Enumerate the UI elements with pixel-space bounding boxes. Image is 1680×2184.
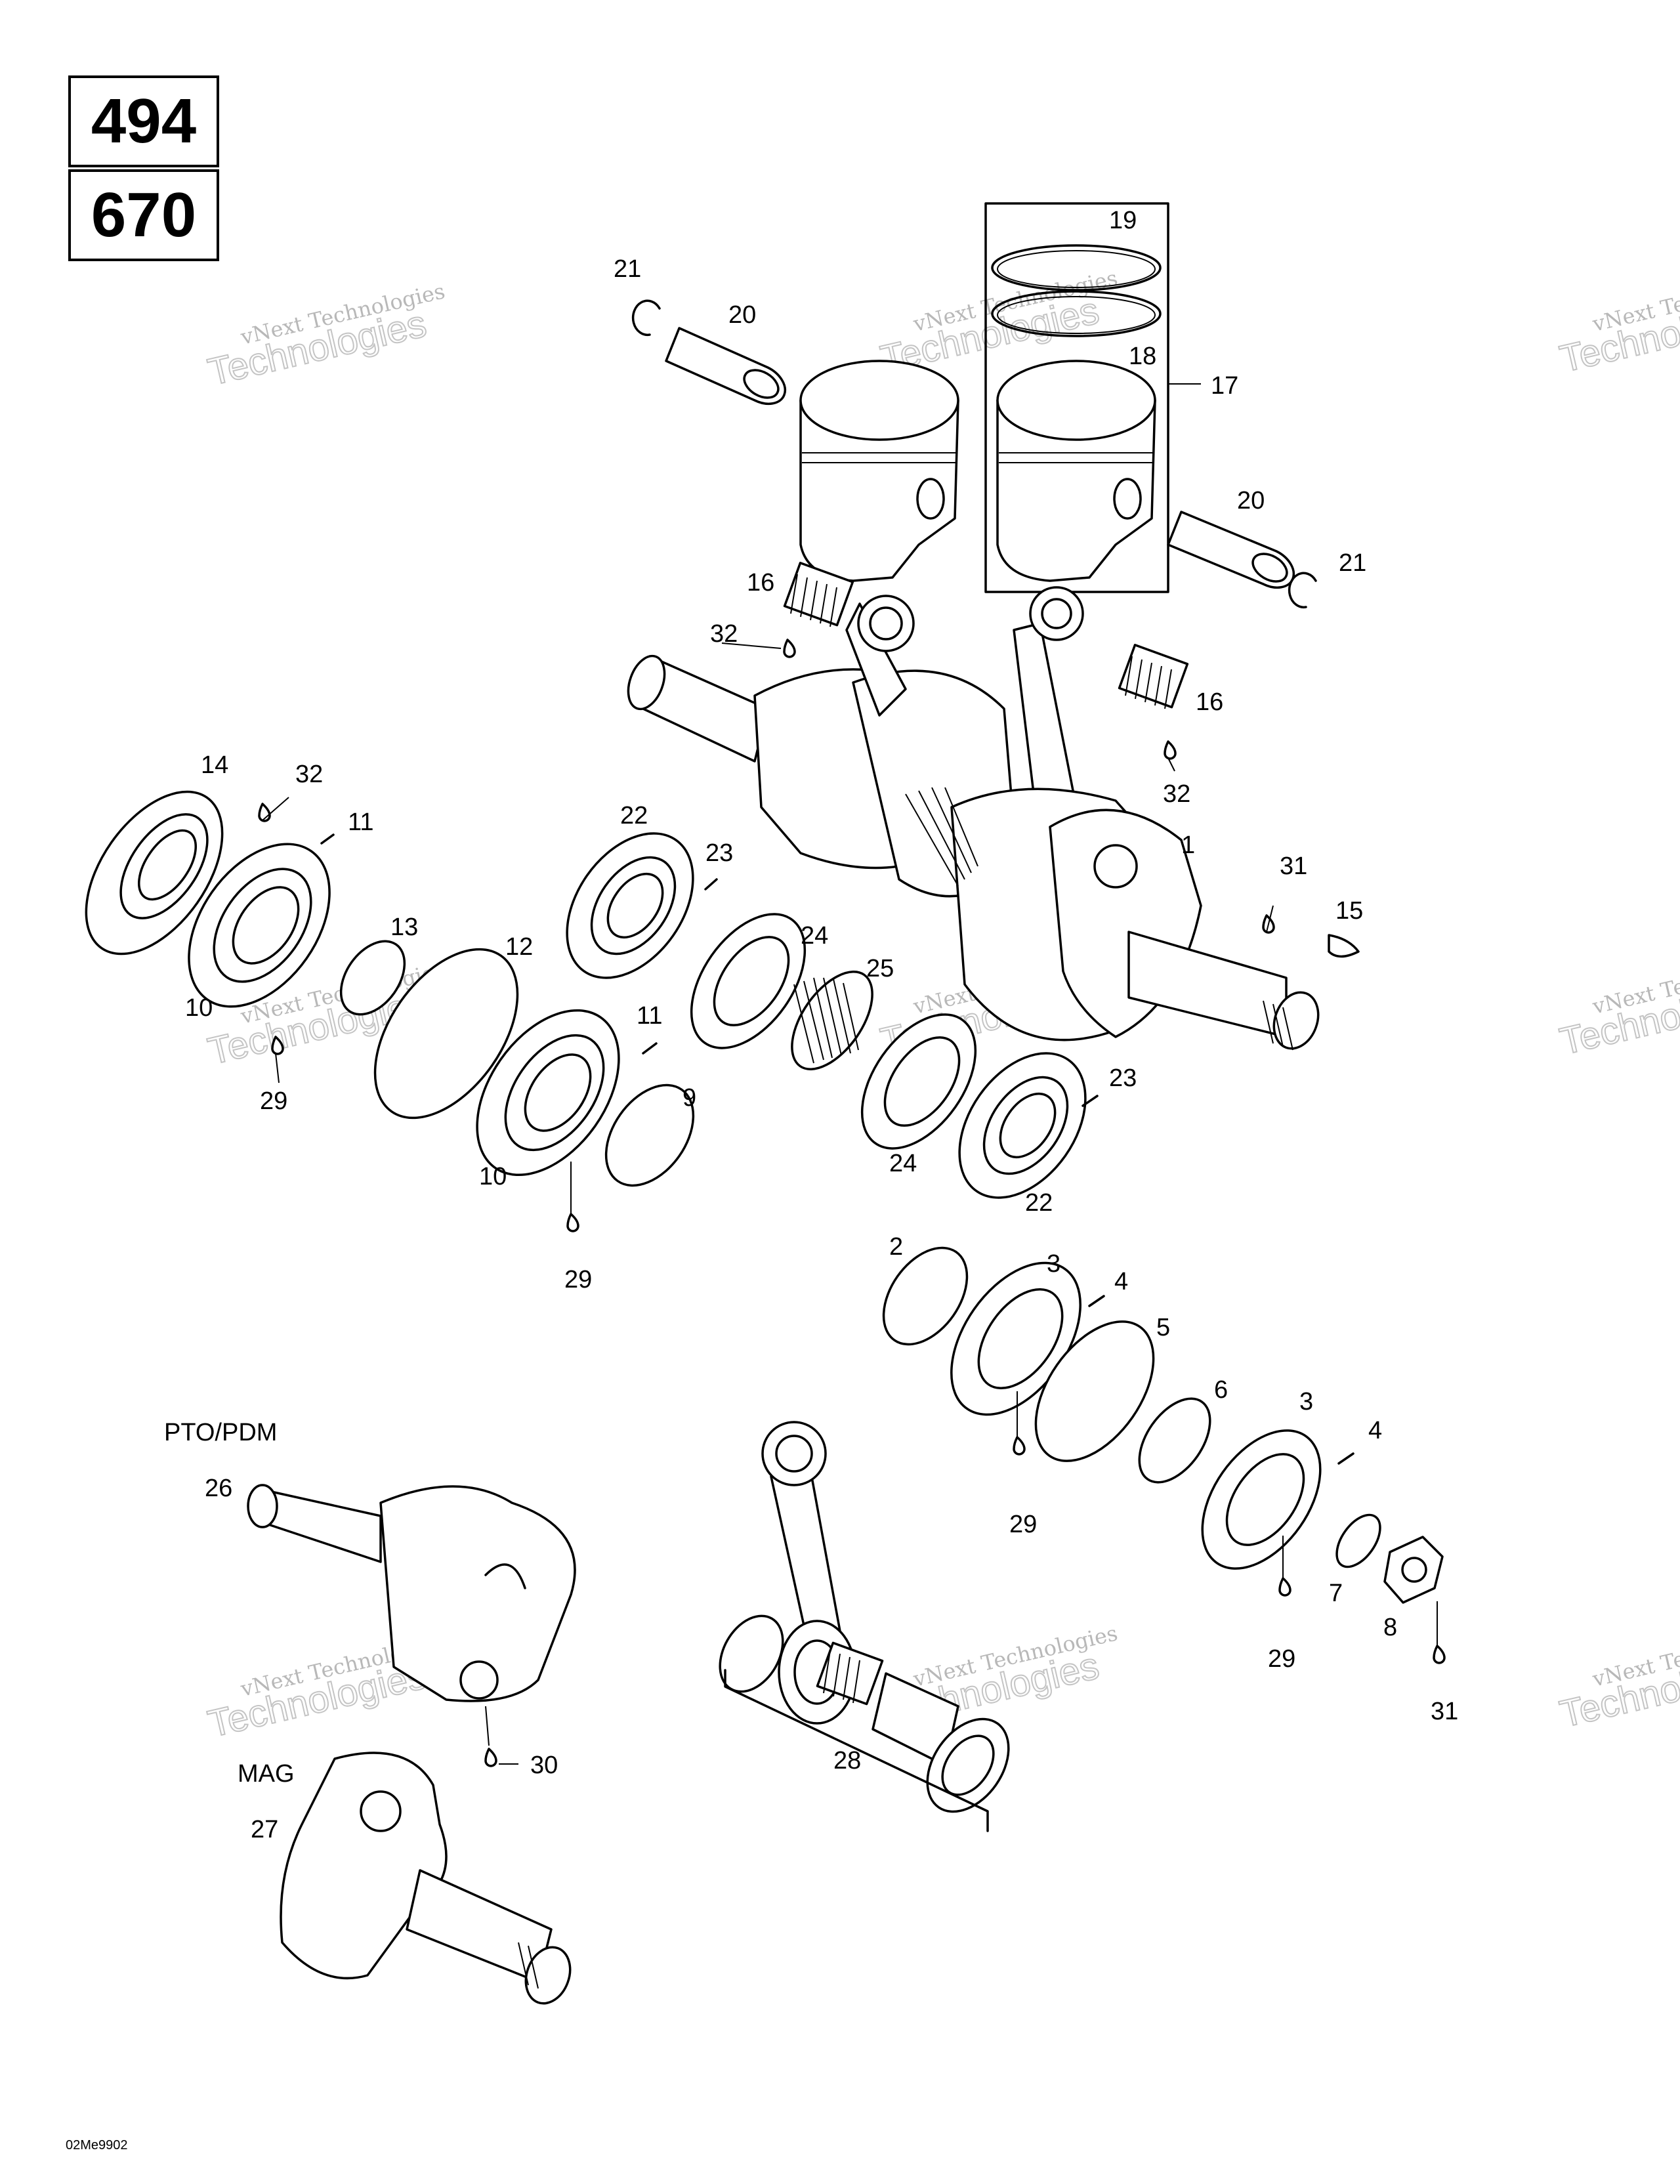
model-number-494: 494 bbox=[68, 75, 219, 167]
washer-7 bbox=[1335, 1513, 1381, 1568]
callout-label: 32 bbox=[295, 761, 323, 788]
callout-label: 17 bbox=[1211, 372, 1238, 400]
callout-label: 16 bbox=[1196, 688, 1223, 716]
callout-label: 11 bbox=[637, 1002, 662, 1030]
crankshaft-half-pto bbox=[247, 1484, 576, 1702]
callout-label: 12 bbox=[505, 933, 533, 961]
callout-label: 7 bbox=[1329, 1580, 1343, 1607]
crankshaft-assembly bbox=[627, 586, 1320, 1051]
seal-24-top bbox=[690, 913, 807, 1049]
o-ring-12 bbox=[373, 948, 519, 1120]
ring-6 bbox=[1138, 1397, 1211, 1484]
needle-bearing-top-right bbox=[1118, 643, 1189, 709]
woodruff-key bbox=[1328, 934, 1360, 958]
callout-label: 25 bbox=[866, 955, 894, 982]
bearing-3-left bbox=[950, 1261, 1082, 1416]
crankshaft-half-mag bbox=[280, 1752, 572, 2005]
bearing-22-top bbox=[566, 832, 694, 979]
model-number-670: 670 bbox=[68, 169, 219, 261]
callout-label: 22 bbox=[1025, 1189, 1053, 1217]
callout-label: 30 bbox=[530, 1752, 558, 1779]
gear-25 bbox=[791, 970, 873, 1071]
callout-label: 20 bbox=[728, 301, 756, 329]
callout-label: 29 bbox=[260, 1087, 287, 1115]
callout-label: 29 bbox=[1009, 1511, 1037, 1538]
needle-bearing-top-left bbox=[783, 561, 854, 627]
callout-label: 4 bbox=[1368, 1417, 1382, 1444]
callout-label: 2 bbox=[889, 1233, 903, 1261]
piston-kit-box bbox=[984, 202, 1169, 593]
callout-label: 32 bbox=[1163, 780, 1190, 808]
callout-label: 23 bbox=[1109, 1064, 1137, 1092]
drawing-code: 02Me9902 bbox=[66, 2138, 128, 2152]
callout-label: 31 bbox=[1431, 1698, 1458, 1725]
callout-label: 8 bbox=[1383, 1614, 1397, 1641]
callout-label: 11 bbox=[348, 808, 373, 836]
callout-label: 10 bbox=[185, 994, 213, 1022]
ball-bearing-10-center bbox=[476, 1009, 620, 1177]
circlip-left bbox=[631, 299, 661, 337]
callout-label: 28 bbox=[833, 1747, 861, 1774]
callout-label: 15 bbox=[1335, 897, 1363, 925]
piston-pin-left bbox=[665, 327, 787, 405]
bearing-22-bottom bbox=[958, 1052, 1087, 1199]
bearing-3-right bbox=[1201, 1429, 1322, 1570]
callout-label: 16 bbox=[747, 569, 774, 597]
callout-label: 21 bbox=[1339, 549, 1366, 577]
ring-13 bbox=[339, 940, 406, 1016]
callout-label: 6 bbox=[1214, 1376, 1228, 1404]
callout-label: 18 bbox=[1129, 343, 1156, 370]
callout-label: 20 bbox=[1237, 487, 1265, 514]
callout-label: 3 bbox=[1299, 1388, 1313, 1416]
callout-label: 10 bbox=[479, 1163, 507, 1190]
callout-label: 21 bbox=[614, 255, 641, 283]
callout-label: 26 bbox=[205, 1475, 232, 1502]
ring-9 bbox=[604, 1083, 695, 1187]
callout-label: 24 bbox=[801, 922, 828, 950]
callout-label: 23 bbox=[705, 839, 733, 867]
oil-seal-14 bbox=[85, 790, 224, 956]
ball-bearing-10-left bbox=[188, 843, 331, 1008]
group-label-pto: PTO/PDM bbox=[164, 1419, 277, 1446]
callout-label: 32 bbox=[710, 620, 738, 648]
callout-label: 1 bbox=[1181, 831, 1195, 859]
callout-label: 31 bbox=[1280, 852, 1307, 880]
callout-label: 14 bbox=[201, 751, 228, 779]
group-label-mag: MAG bbox=[238, 1760, 295, 1788]
callout-label: 19 bbox=[1109, 207, 1137, 234]
callout-label: 22 bbox=[620, 802, 648, 830]
callout-label: 9 bbox=[682, 1084, 696, 1112]
piston-pin-right bbox=[1167, 511, 1295, 589]
callout-label: 29 bbox=[1268, 1645, 1295, 1673]
o-ring-5 bbox=[1034, 1320, 1155, 1462]
connecting-rod-kit bbox=[719, 1421, 1010, 1832]
circlip-right bbox=[1288, 572, 1317, 609]
seal-24-bottom bbox=[860, 1013, 977, 1150]
leader-lines bbox=[262, 383, 1438, 1765]
ring-2 bbox=[882, 1246, 969, 1346]
callout-label: 5 bbox=[1156, 1314, 1170, 1341]
callout-labels: 19 21 20 18 17 20 21 16 32 16 32 14 32 1… bbox=[164, 207, 1458, 1843]
piston-rings bbox=[991, 244, 1162, 337]
nut-8 bbox=[1383, 1536, 1444, 1604]
callout-label: 24 bbox=[889, 1150, 917, 1177]
callout-label: 3 bbox=[1047, 1250, 1060, 1278]
dowel-pins bbox=[320, 833, 1354, 1465]
callout-label: 4 bbox=[1114, 1268, 1128, 1295]
piston-left bbox=[799, 360, 959, 582]
callout-label: 13 bbox=[390, 914, 418, 941]
piston-right bbox=[996, 360, 1156, 582]
callout-label: 27 bbox=[251, 1816, 278, 1843]
callout-label: 29 bbox=[564, 1266, 592, 1293]
